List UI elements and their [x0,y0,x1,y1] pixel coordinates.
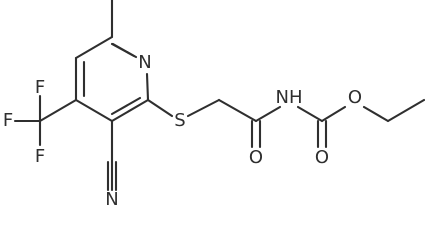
amide-nh-label: NH [276,87,303,108]
carbamate-carbonyl-oxygen-label: O [315,147,329,168]
bond-c5-c6 [74,35,114,60]
bond-ethyl [386,98,425,123]
bond-carbonyl-nh [254,105,282,123]
nitrile-nitrogen-label: N [105,189,118,210]
bond-carbamate-oester [320,105,347,123]
sulfur-label: S [174,110,185,131]
chemical-structure-diagram: N S NH O O O N F F F [3,0,425,210]
bond-s-ch2 [186,98,221,118]
ester-oxygen-label: O [348,87,362,108]
fluorine-mid-label: F [35,77,45,98]
bond-c2-c3 [110,98,150,123]
bond-oester-ch2 [362,105,390,123]
fluorine-left-label: F [3,110,13,131]
bond-c3-c4 [74,98,114,123]
bond-c2-c3-double [110,96,142,116]
bond-c4-cf3 [38,98,78,123]
bond-c2-s [146,98,174,118]
amide-oxygen-label: O [249,147,263,168]
bond-c6-n1-double [111,42,136,58]
ring-nitrogen-label: N [138,52,151,73]
molecule-canvas: N S NH O O O N F F F [2,0,425,210]
bond-ch2-carbonyl [217,98,258,123]
bond-n1-c2 [145,72,150,102]
bond-nh-carbamate [296,105,324,123]
fluorine-bottom-label: F [35,146,45,167]
